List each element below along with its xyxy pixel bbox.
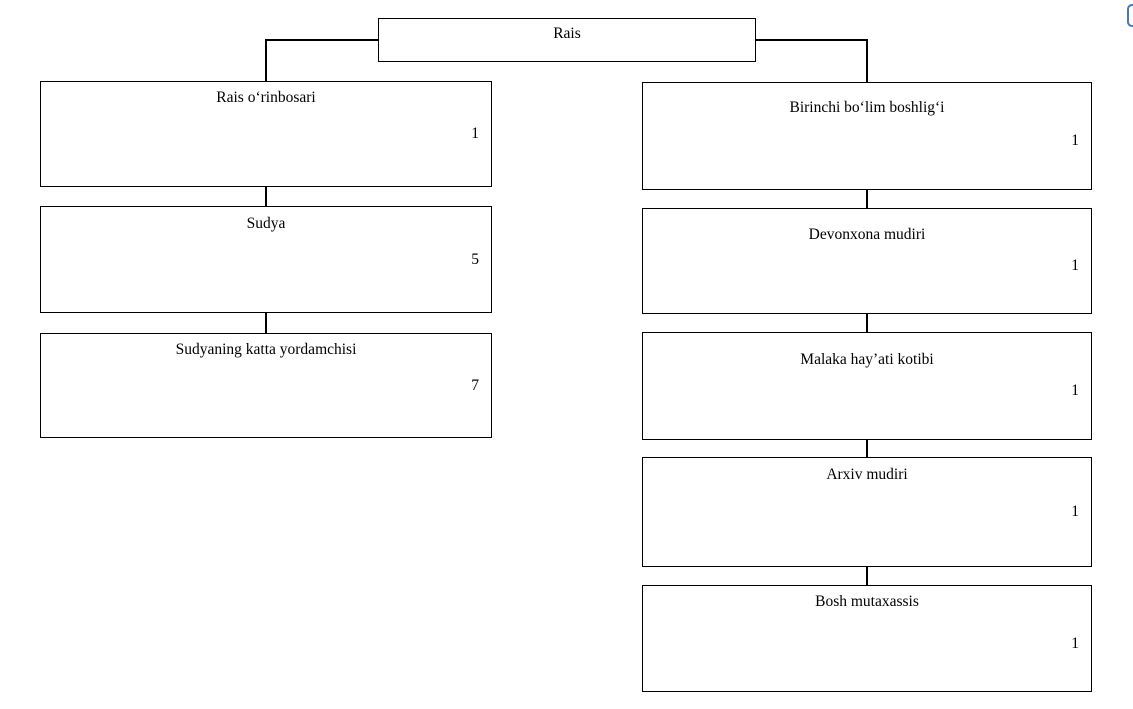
box-title: Sudya (246, 215, 286, 232)
org-box-rais: Rais (378, 18, 756, 62)
connector-line (866, 39, 868, 83)
staff-count: 1 (1071, 503, 1079, 520)
box-title: Birinchi bo‘lim boshlig‘i (789, 99, 945, 116)
staff-count: 7 (471, 376, 479, 394)
box-title: Malaka hay’ati kotibi (800, 351, 934, 368)
org-box-devonxona-mudiri: Devonxona mudiri 1 (642, 208, 1092, 314)
org-box-birinchi-bolim-boshligi: Birinchi bo‘lim boshlig‘i 1 (642, 82, 1092, 190)
staff-count: 1 (1071, 257, 1079, 274)
connector-line (265, 39, 267, 82)
connector-line (265, 186, 267, 207)
staff-count: 1 (1071, 132, 1079, 149)
org-box-malaka-hayati-kotibi: Malaka hay’ati kotibi 1 (642, 332, 1092, 440)
staff-count: 1 (471, 125, 479, 142)
org-box-bosh-mutaxassis: Bosh mutaxassis 1 (642, 585, 1092, 692)
connector-line (265, 312, 267, 334)
box-title: Rais o‘rinbosari (216, 89, 316, 106)
connector-line (866, 566, 868, 586)
box-title: Sudyaning katta yordamchisi (175, 341, 357, 358)
blue-edge-fragment (1127, 4, 1133, 27)
staff-count: 5 (471, 250, 479, 268)
box-title: Arxiv mudiri (826, 466, 908, 483)
connector-line (866, 189, 868, 209)
connector-line (866, 439, 868, 458)
connector-line (754, 39, 867, 41)
box-title: Rais (553, 25, 581, 42)
staff-count: 1 (1071, 634, 1079, 652)
org-box-sudya: Sudya 5 (40, 206, 492, 313)
box-title: Devonxona mudiri (808, 226, 926, 243)
connector-line (866, 313, 868, 333)
box-title: Bosh mutaxassis (815, 593, 919, 610)
connector-line (266, 39, 379, 41)
staff-count: 1 (1071, 382, 1079, 399)
org-box-rais-orinbosari: Rais o‘rinbosari 1 (40, 81, 492, 187)
org-box-sudyaning-katta-yordamchisi: Sudyaning katta yordamchisi 7 (40, 333, 492, 438)
org-box-arxiv-mudiri: Arxiv mudiri 1 (642, 457, 1092, 567)
